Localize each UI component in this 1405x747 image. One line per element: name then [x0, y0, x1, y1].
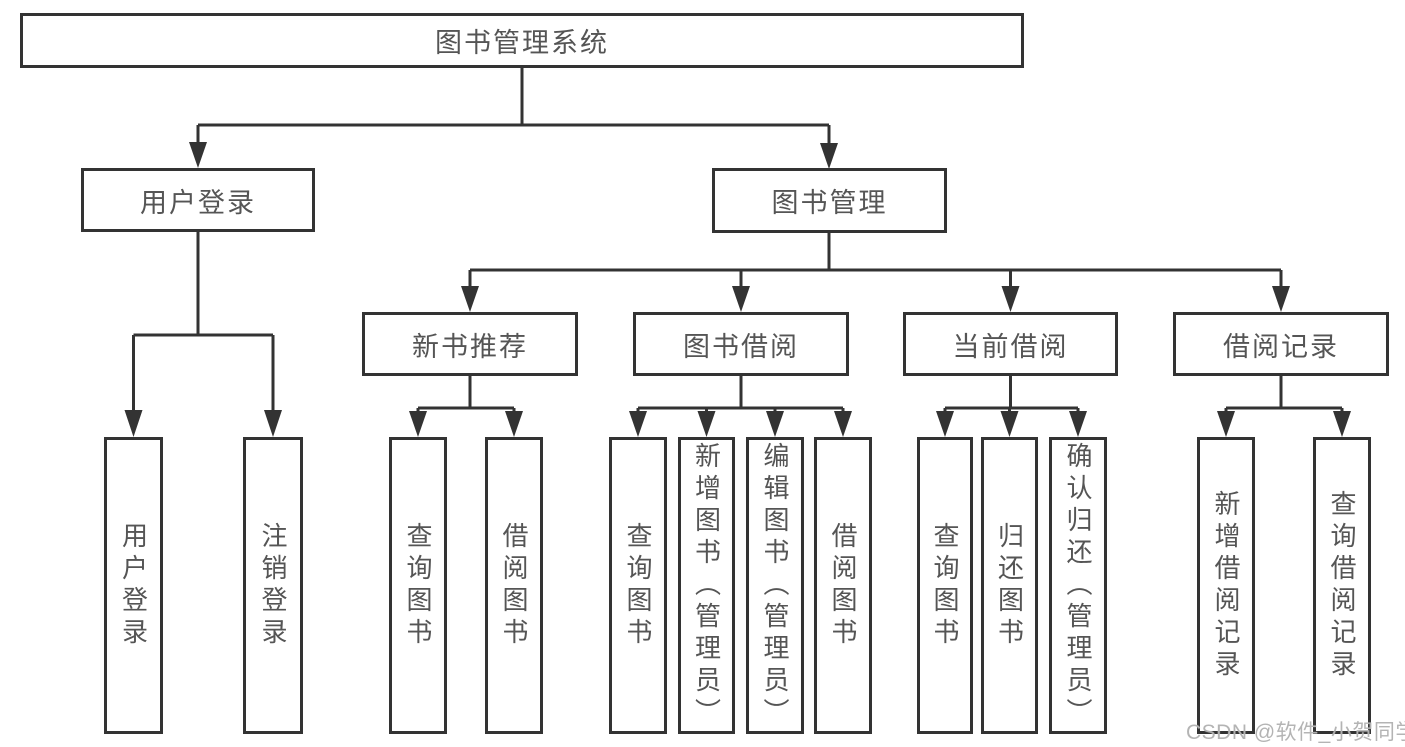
arrowhead-icon [766, 411, 784, 437]
arrowhead-icon [124, 410, 143, 437]
node-label: 图书管理 [771, 188, 888, 218]
node-new-book-recommend: 新书推荐 [362, 312, 578, 376]
arrowhead-icon [1333, 411, 1351, 437]
arrowhead-icon [409, 411, 427, 437]
arrowhead-icon [820, 143, 838, 169]
leaf-label: 查询图书 [403, 521, 434, 650]
leaf-label: 新增借阅记录 [1211, 489, 1242, 682]
arrowhead-icon [697, 411, 716, 437]
leaf-query-books: 查询图书 [389, 437, 447, 734]
leaf-label: 查询借阅记录 [1327, 489, 1358, 682]
leaf-confirm-return-admin: 确认归还（管理员） [1049, 437, 1107, 734]
leaf-label: 借阅图书 [499, 521, 530, 650]
node-book-management: 图书管理 [712, 168, 947, 233]
leaf-label: 确认归还（管理员） [1063, 441, 1094, 730]
node-label: 图书管理系统 [435, 28, 609, 58]
arrowhead-icon [936, 411, 954, 437]
arrowhead-icon [1000, 411, 1019, 437]
leaf-label: 新增图书（管理员） [691, 441, 722, 730]
arrowhead-icon [264, 410, 282, 437]
arrowhead-icon [461, 286, 479, 312]
arrowhead-icon [505, 411, 523, 437]
leaf-add-borrow-record: 新增借阅记录 [1197, 437, 1255, 734]
arrowhead-icon [834, 411, 852, 437]
leaf-add-books-admin: 新增图书（管理员） [678, 437, 735, 734]
arrowhead-icon [189, 142, 207, 168]
leaf-borrow-books: 借阅图书 [485, 437, 543, 734]
leaf-label: 用户登录 [118, 521, 149, 650]
arrowhead-icon [1217, 411, 1235, 437]
arrowhead-icon [1272, 286, 1290, 312]
node-root-system: 图书管理系统 [20, 13, 1024, 68]
arrowhead-icon [1001, 286, 1020, 312]
node-label: 新书推荐 [412, 331, 528, 362]
node-label: 用户登录 [140, 187, 256, 218]
leaf-query-books: 查询图书 [917, 437, 973, 734]
leaf-logout: 注销登录 [243, 437, 303, 734]
node-label: 当前借阅 [952, 331, 1069, 362]
leaf-edit-books-admin: 编辑图书（管理员） [746, 437, 804, 734]
leaf-label: 查询图书 [930, 521, 961, 650]
arrowhead-icon [629, 411, 647, 437]
leaf-user-login: 用户登录 [104, 437, 163, 734]
leaf-label: 查询图书 [623, 521, 654, 650]
leaf-label: 借阅图书 [828, 521, 859, 650]
node-label: 图书借阅 [683, 331, 799, 362]
node-label: 借阅记录 [1223, 331, 1339, 362]
leaf-borrow-books: 借阅图书 [814, 437, 872, 734]
leaf-return-books: 归还图书 [981, 437, 1038, 734]
leaf-query-borrow-record: 查询借阅记录 [1313, 437, 1371, 734]
node-current-borrowing: 当前借阅 [903, 312, 1118, 376]
node-borrowing-records: 借阅记录 [1173, 312, 1389, 376]
node-book-borrowing: 图书借阅 [633, 312, 849, 376]
csdn-watermark: CSDN @软件_小贺同学 [1186, 721, 1405, 744]
leaf-query-books: 查询图书 [609, 437, 667, 734]
leaf-label: 归还图书 [994, 521, 1025, 650]
leaf-label: 编辑图书（管理员） [760, 441, 791, 730]
arrowhead-icon [732, 286, 750, 312]
arrowhead-icon [1069, 411, 1087, 437]
node-user-login: 用户登录 [81, 168, 315, 232]
leaf-label: 注销登录 [258, 521, 289, 650]
